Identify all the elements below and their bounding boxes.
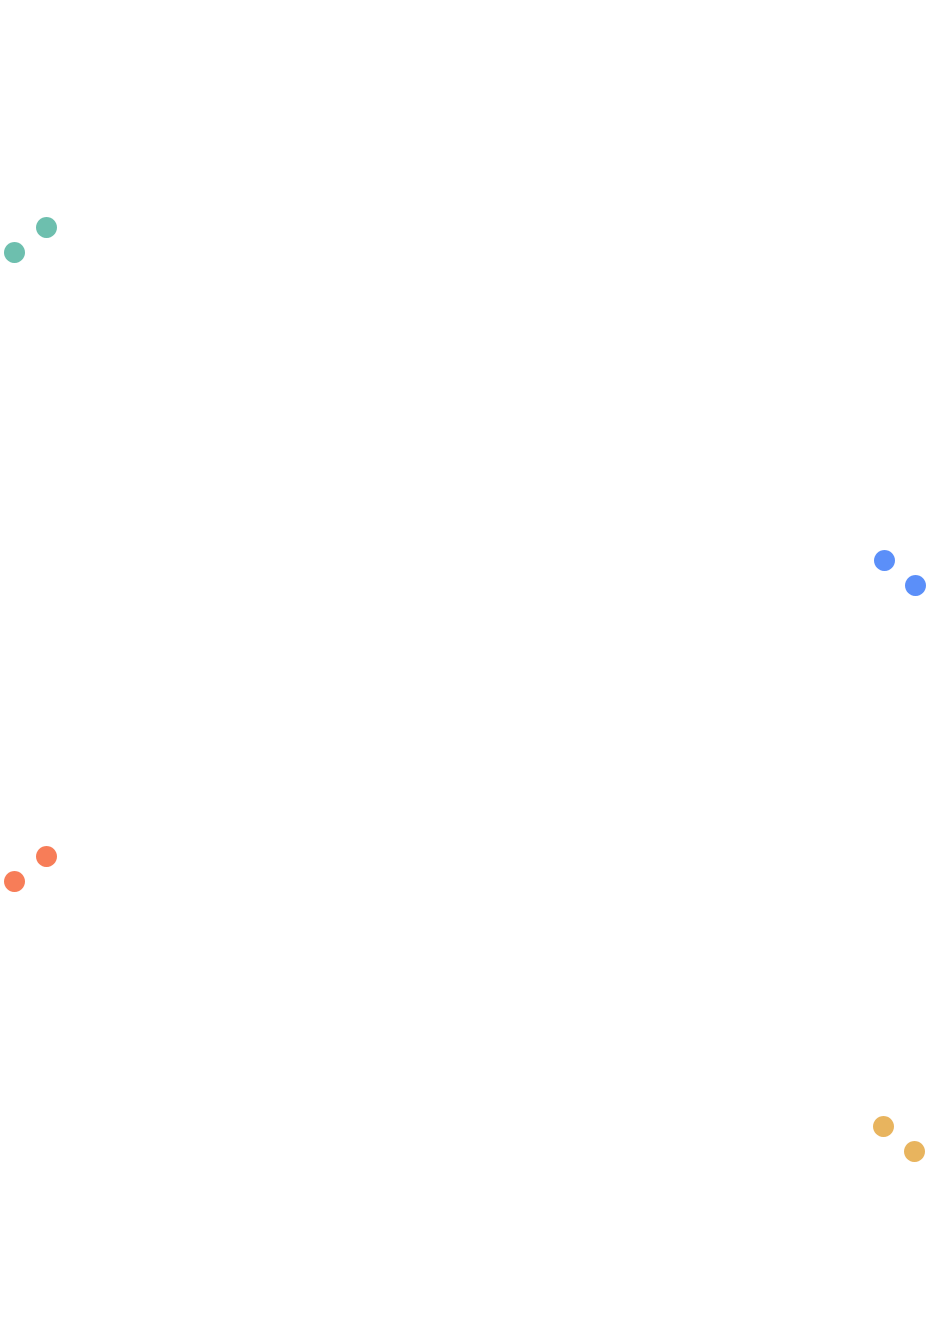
- amber-dot: [904, 1141, 925, 1162]
- coral-dot: [4, 871, 25, 892]
- coral-dot-pair: [4, 846, 64, 906]
- blue-dot-pair: [874, 550, 932, 610]
- teal-dot-pair: [4, 217, 64, 277]
- coral-dot: [36, 846, 57, 867]
- blue-dot: [905, 575, 926, 596]
- teal-dot: [4, 242, 25, 263]
- amber-dot: [873, 1116, 894, 1137]
- blue-dot: [874, 550, 895, 571]
- teal-dot: [36, 217, 57, 238]
- amber-dot-pair: [873, 1116, 932, 1176]
